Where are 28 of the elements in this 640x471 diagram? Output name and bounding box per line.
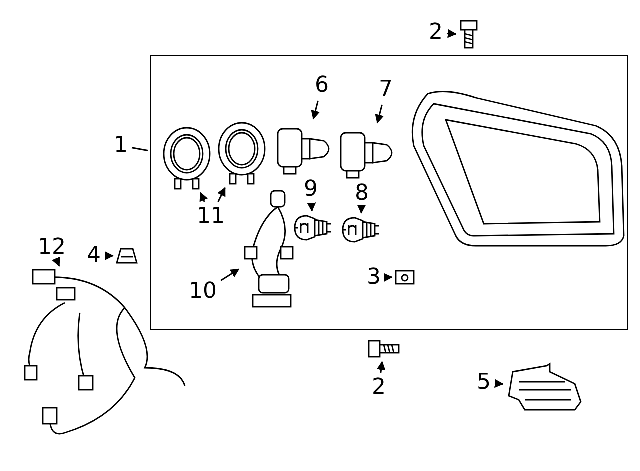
leader-arrow [384,273,393,282]
leader-arrow [104,252,114,260]
leader-arrow [200,192,208,202]
leader-arrow [357,204,366,214]
leader-arrow [311,100,320,120]
callout-number: 10 [187,279,219,305]
leader-arrow [220,268,240,282]
callout-number: 11 [196,204,226,230]
leader-arrow [307,202,316,212]
callout-number: 4 [85,243,103,269]
callout-number: 9 [302,177,320,203]
callout-number: 5 [475,370,493,396]
leader-arrow [52,256,60,267]
leader-arrow [446,29,457,38]
leader-arrow [376,361,386,374]
callout-number: 3 [365,265,383,291]
assembly-frame [150,55,628,330]
callout-number: 6 [313,73,331,99]
callout-number: 1 [112,133,130,159]
leader-arrow [494,379,504,388]
callout-number: 7 [377,77,395,103]
callout-number: 12 [35,235,69,261]
leader-arrow [375,104,384,124]
callout-number: 2 [370,375,388,401]
callout-number: 2 [427,20,445,46]
leader-arrow [218,187,226,202]
callout-number: 8 [353,181,371,207]
leader-line [132,147,148,152]
